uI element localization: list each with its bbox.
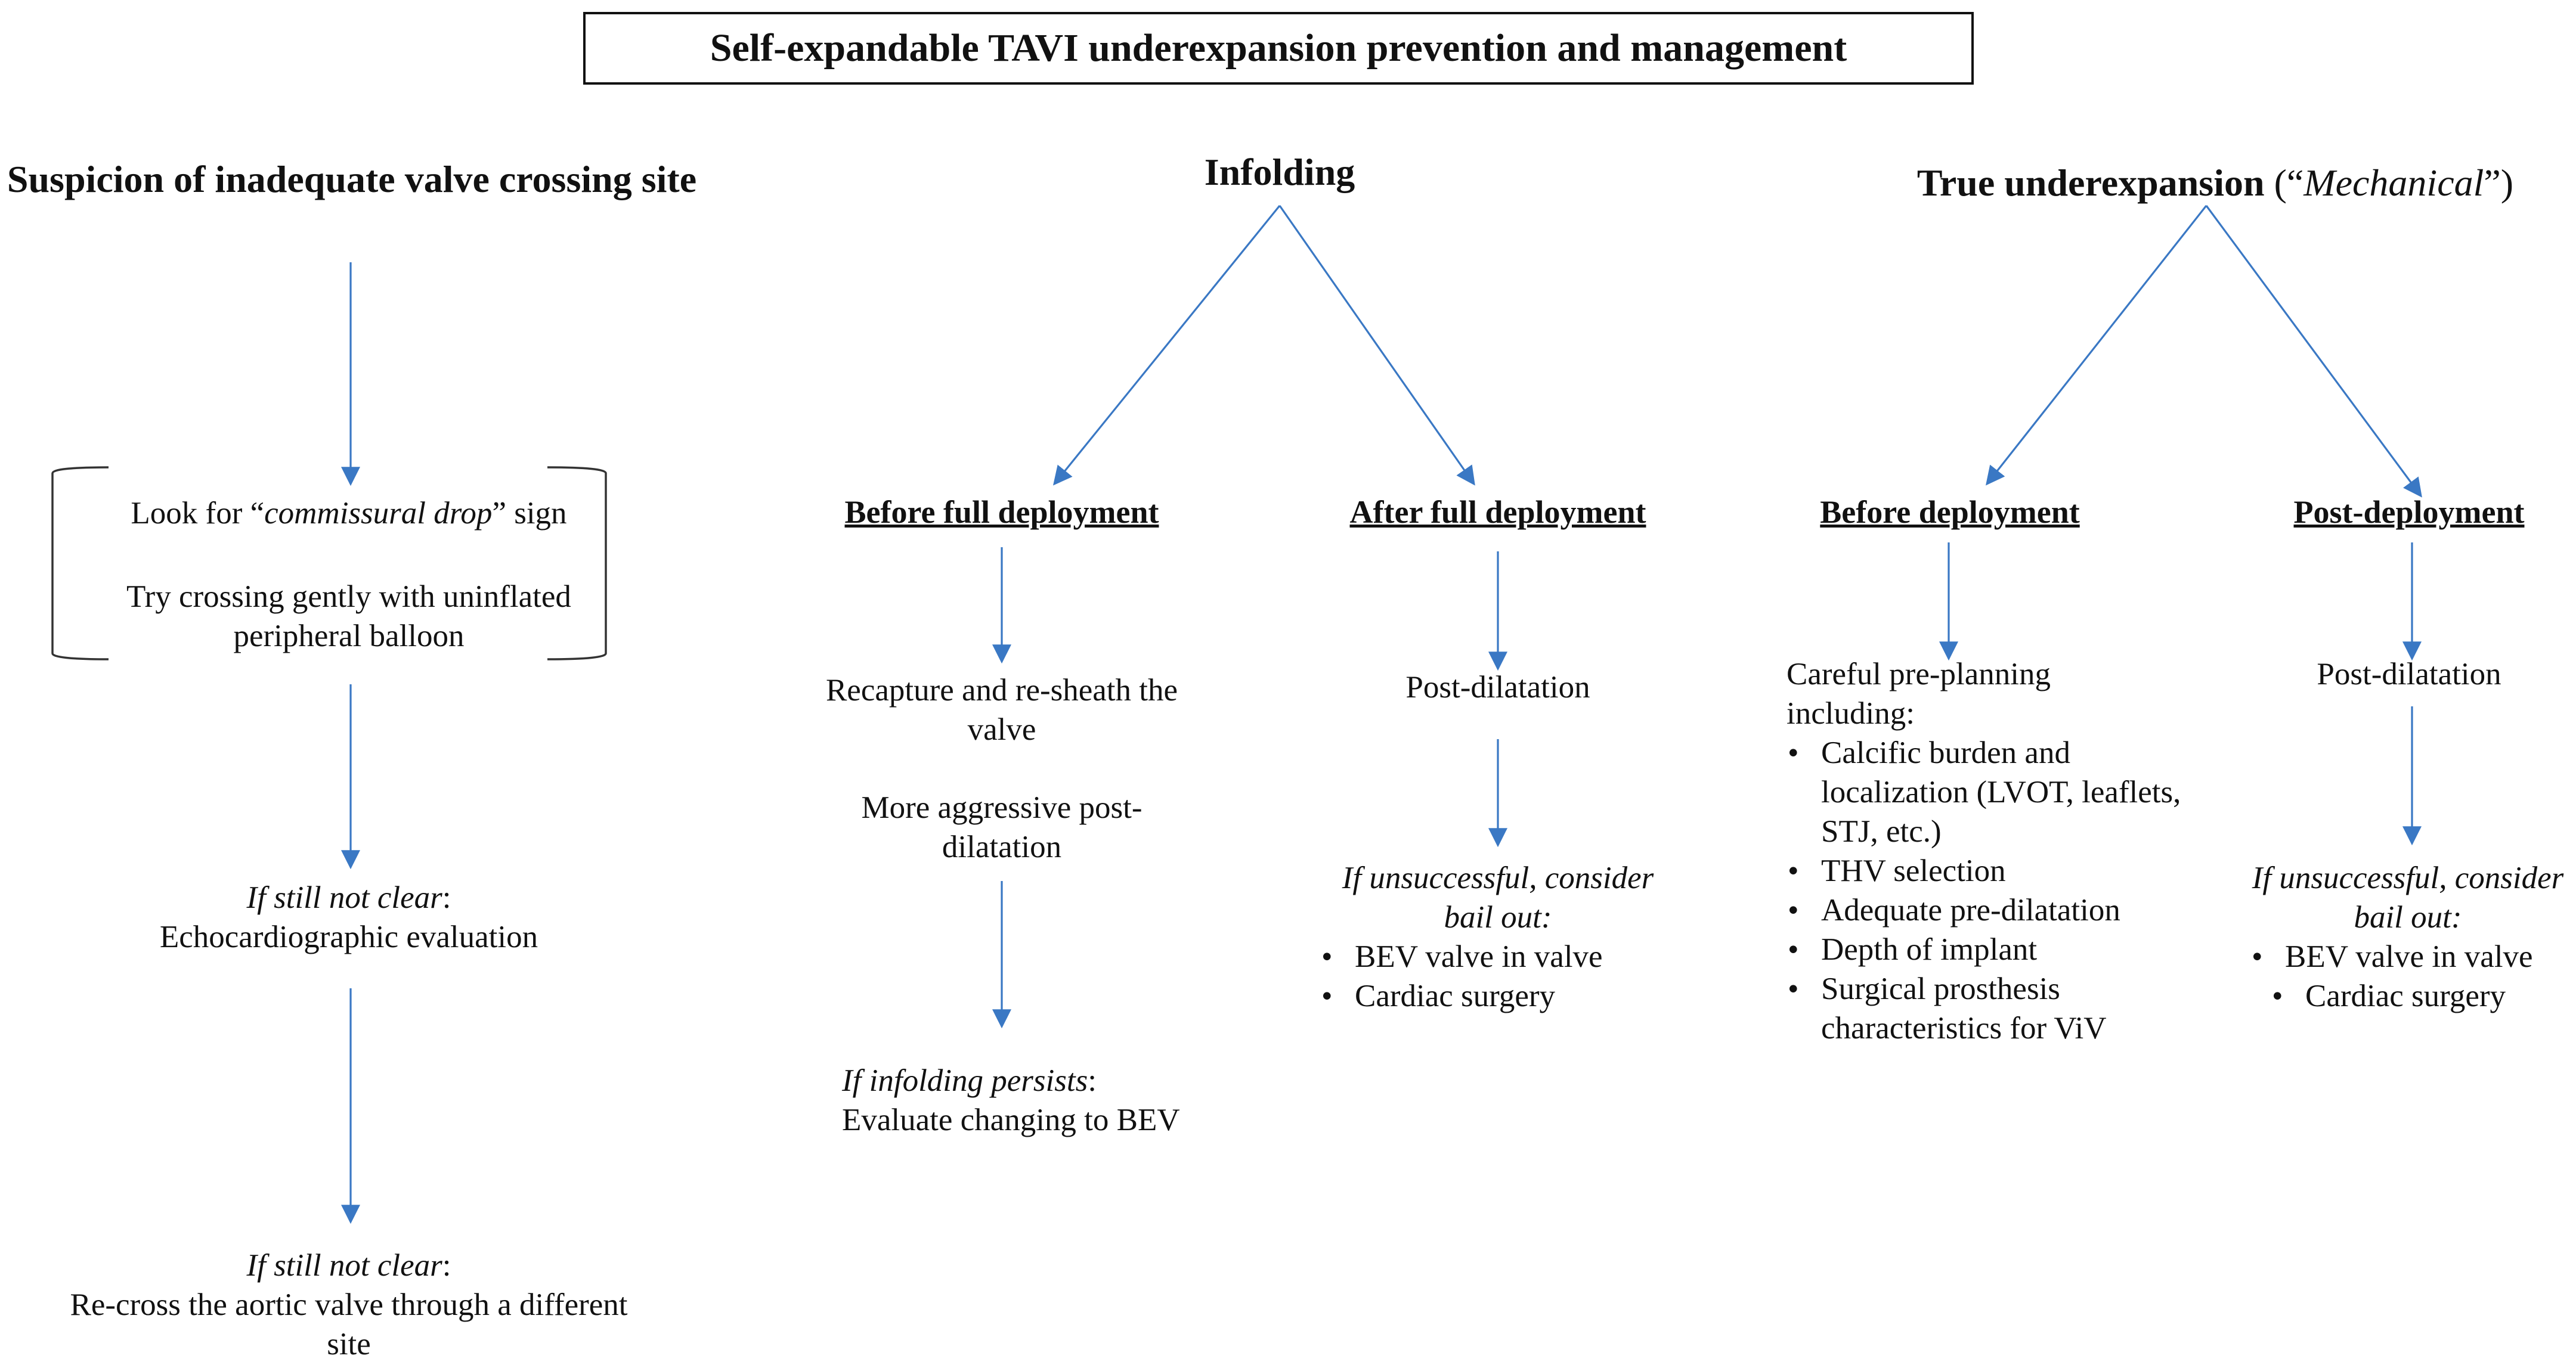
true-underexpansion-title: True underexpansion bbox=[1916, 162, 2265, 204]
evaluate-bev-text: Evaluate changing to BEV bbox=[842, 1103, 1180, 1137]
diagram-title-box: Self-expandable TAVI underexpansion prev… bbox=[583, 12, 1974, 85]
infolding-persists-condition: If infolding persists bbox=[842, 1063, 1088, 1098]
after-full-deployment-label: After full deployment bbox=[1349, 494, 1646, 530]
col1-step3-text: Re-cross the aortic valve through a diff… bbox=[70, 1288, 628, 1361]
col3-bailout-list: BEV valve in valve Cardiac surgery bbox=[2248, 937, 2570, 1016]
left-bracket bbox=[51, 466, 109, 660]
list-item: BEV valve in valve bbox=[2248, 937, 2570, 976]
list-item: Calcific burden and localization (LVOT, … bbox=[1784, 733, 2202, 851]
box-line1-suffix: ” sign bbox=[492, 496, 567, 531]
infolding-header: Infolding bbox=[1204, 151, 1355, 193]
col2-bailout-condition: If unsuccessful, consider bail out: bbox=[1342, 861, 1654, 935]
box-line1-emphasis: commissural drop bbox=[264, 496, 493, 531]
col1-step2-condition: If still not clear bbox=[246, 880, 442, 915]
list-item: Surgical prosthesis characteristics for … bbox=[1784, 969, 2202, 1048]
mechanical-label: Mechanical bbox=[2303, 162, 2484, 204]
preplanning-list: Calcific burden and localization (LVOT, … bbox=[1784, 733, 2202, 1048]
post-deployment-label: Post-deployment bbox=[2293, 494, 2525, 530]
list-item: Cardiac surgery bbox=[1318, 976, 1652, 1016]
arrow-infolding-right bbox=[1278, 205, 1475, 486]
commissural-drop-line: Look for “commissural drop” sign bbox=[54, 494, 644, 533]
list-item: BEV valve in valve bbox=[1318, 937, 1652, 976]
box-line1-prefix: Look for “ bbox=[131, 496, 265, 531]
before-full-deployment-label: Before full deployment bbox=[844, 494, 1159, 530]
col2-postdilatation-text: Post-dilatation bbox=[1405, 670, 1590, 705]
arrow-true-right bbox=[2205, 205, 2422, 498]
col2-bailout-list: BEV valve in valve Cardiac surgery bbox=[1318, 937, 1652, 1016]
col1-step3-condition: If still not clear bbox=[246, 1248, 442, 1283]
aggressive-postdilatation-text: More aggressive post-dilatation bbox=[861, 790, 1143, 864]
recapture-text: Recapture and re-sheath the valve bbox=[825, 673, 1178, 747]
list-item: Depth of implant bbox=[1784, 930, 2202, 969]
diagram-title: Self-expandable TAVI underexpansion prev… bbox=[710, 26, 1847, 70]
arrow-infolding-left bbox=[1052, 204, 1281, 486]
list-item: THV selection bbox=[1784, 851, 2202, 891]
arrow-true-left bbox=[1986, 205, 2207, 486]
col1-step2: If still not clear: Echocardiographic ev… bbox=[60, 878, 638, 957]
right-bracket bbox=[547, 466, 607, 660]
list-item: Cardiac surgery bbox=[2268, 976, 2570, 1016]
col3-bailout-condition: If unsuccessful, consider bail out: bbox=[2252, 861, 2564, 935]
col3-postdilatation-text: Post-dilatation bbox=[2317, 657, 2501, 691]
crossing-balloon-text: Try crossing gently with uninflated peri… bbox=[126, 579, 571, 653]
list-item: Adequate pre-dilatation bbox=[1784, 891, 2202, 930]
col1-step2-text: Echocardiographic evaluation bbox=[159, 920, 538, 954]
preplanning-intro: Careful pre-planning including: bbox=[1787, 657, 2051, 731]
col1-header: Suspicion of inadequate valve crossing s… bbox=[7, 158, 697, 200]
mechanical-open: (“ bbox=[2264, 162, 2304, 204]
true-underexpansion-header: True underexpansion (“Mechanical”) bbox=[1890, 160, 2540, 206]
col1-step3: If still not clear: Re-cross the aortic … bbox=[60, 1246, 638, 1364]
before-deployment-label: Before deployment bbox=[1820, 494, 2080, 530]
mechanical-close: ”) bbox=[2484, 162, 2514, 204]
infolding-persists-block: If infolding persists: Evaluate changing… bbox=[842, 1061, 1283, 1140]
